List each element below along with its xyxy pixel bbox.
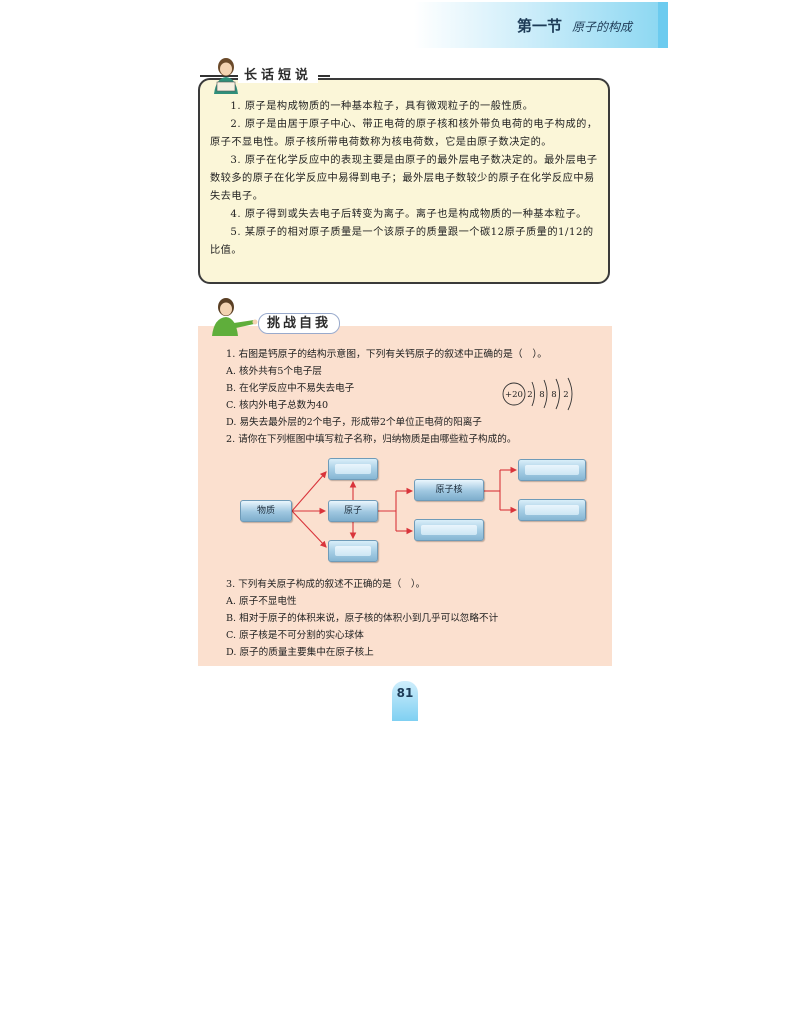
- answer-box-nucleus-part-2[interactable]: [518, 499, 586, 521]
- student-figure-icon: [212, 298, 258, 336]
- q3-option-d: D. 原子的质量主要集中在原子核上: [226, 647, 374, 658]
- summary-heading: 长话短说: [238, 64, 319, 83]
- matter-box: 物质: [240, 500, 292, 522]
- atom-shell-2: 8: [539, 390, 544, 400]
- summary-heading-label: 长话短说: [238, 64, 319, 83]
- q1-option-d: D. 易失去最外层的2个电子，形成带2个单位正电荷的阳离子: [226, 417, 482, 428]
- q1-option-c: C. 核内外电子总数为40: [226, 400, 329, 411]
- reader-figure-icon: [214, 58, 238, 94]
- chapter-header: 第一节原子的构成: [517, 15, 632, 36]
- answer-box-nucleus-part-1[interactable]: [518, 459, 586, 481]
- answer-box-electron[interactable]: [414, 519, 484, 541]
- summary-point-1: 1. 原子是构成物质的一种基本粒子，具有微观粒子的一般性质。: [230, 101, 534, 112]
- section-title: 原子的构成: [571, 20, 632, 34]
- chapter-header-band: 第一节原子的构成: [414, 2, 658, 48]
- q1-option-b: B. 在化学反应中不易失去电子: [226, 383, 355, 394]
- challenge-heading: 挑战自我: [258, 312, 341, 334]
- q3-option-c: C. 原子核是不可分割的实心球体: [226, 630, 364, 641]
- atom-shell-3: 8: [551, 390, 556, 400]
- summary-box: 1. 原子是构成物质的一种基本粒子，具有微观粒子的一般性质。 2. 原子是由居于…: [198, 78, 610, 284]
- page-number-tab: [392, 681, 418, 721]
- q3-option-a: A. 原子不显电性: [226, 596, 297, 607]
- particle-diagram-arrows: [291, 466, 518, 548]
- atom-shell-1: 2: [527, 390, 532, 400]
- summary-point-4: 4. 原子得到或失去电子后转变为离子。离子也是构成物质的一种基本粒子。: [230, 209, 587, 220]
- challenge-panel: [198, 326, 612, 666]
- nucleus-label: 原子核: [435, 485, 463, 495]
- summary-point-2: 2. 原子是由居于原子中心、带正电荷的原子核和核外带负电荷的电子构成的，原子不显…: [210, 119, 598, 148]
- page-number: 81: [396, 686, 414, 700]
- q3-option-b: B. 相对于原子的体积来说，原子核的体积小到几乎可以忽略不计: [226, 613, 499, 624]
- nucleus-box: 原子核: [414, 479, 484, 501]
- header-tab: [658, 2, 668, 48]
- q1-option-a: A. 核外共有5个电子层: [226, 366, 322, 377]
- atom-nucleus-charge: +20: [505, 390, 523, 400]
- q1-stem: 1. 右图是钙原子的结构示意图，下列有关钙原子的叙述中正确的是（ ）。: [226, 349, 548, 360]
- atom-shell-4: 2: [563, 390, 568, 400]
- calcium-atom-diagram: +20 2 8 8 2: [502, 377, 573, 411]
- answer-box-top[interactable]: [328, 458, 378, 480]
- atom-box: 原子: [328, 500, 378, 522]
- summary-point-5: 5. 某原子的相对原子质量是一个该原子的质量跟一个碳12原子质量的1/12的比值…: [210, 227, 594, 256]
- q2-stem: 2. 请你在下列框图中填写粒子名称，归纳物质是由哪些粒子构成的。: [226, 434, 517, 445]
- q3-stem: 3. 下列有关原子构成的叙述不正确的是（ ）。: [226, 579, 426, 590]
- matter-label: 物质: [256, 506, 275, 516]
- challenge-heading-label: 挑战自我: [258, 313, 341, 334]
- section-label: 第一节: [516, 17, 562, 35]
- summary-body: 1. 原子是构成物质的一种基本粒子，具有微观粒子的一般性质。 2. 原子是由居于…: [210, 98, 602, 260]
- answer-box-bottom[interactable]: [328, 540, 378, 562]
- atom-label: 原子: [343, 506, 362, 516]
- summary-point-3: 3. 原子在化学反应中的表现主要是由原子的最外层电子数决定的。最外层电子数较多的…: [210, 155, 598, 202]
